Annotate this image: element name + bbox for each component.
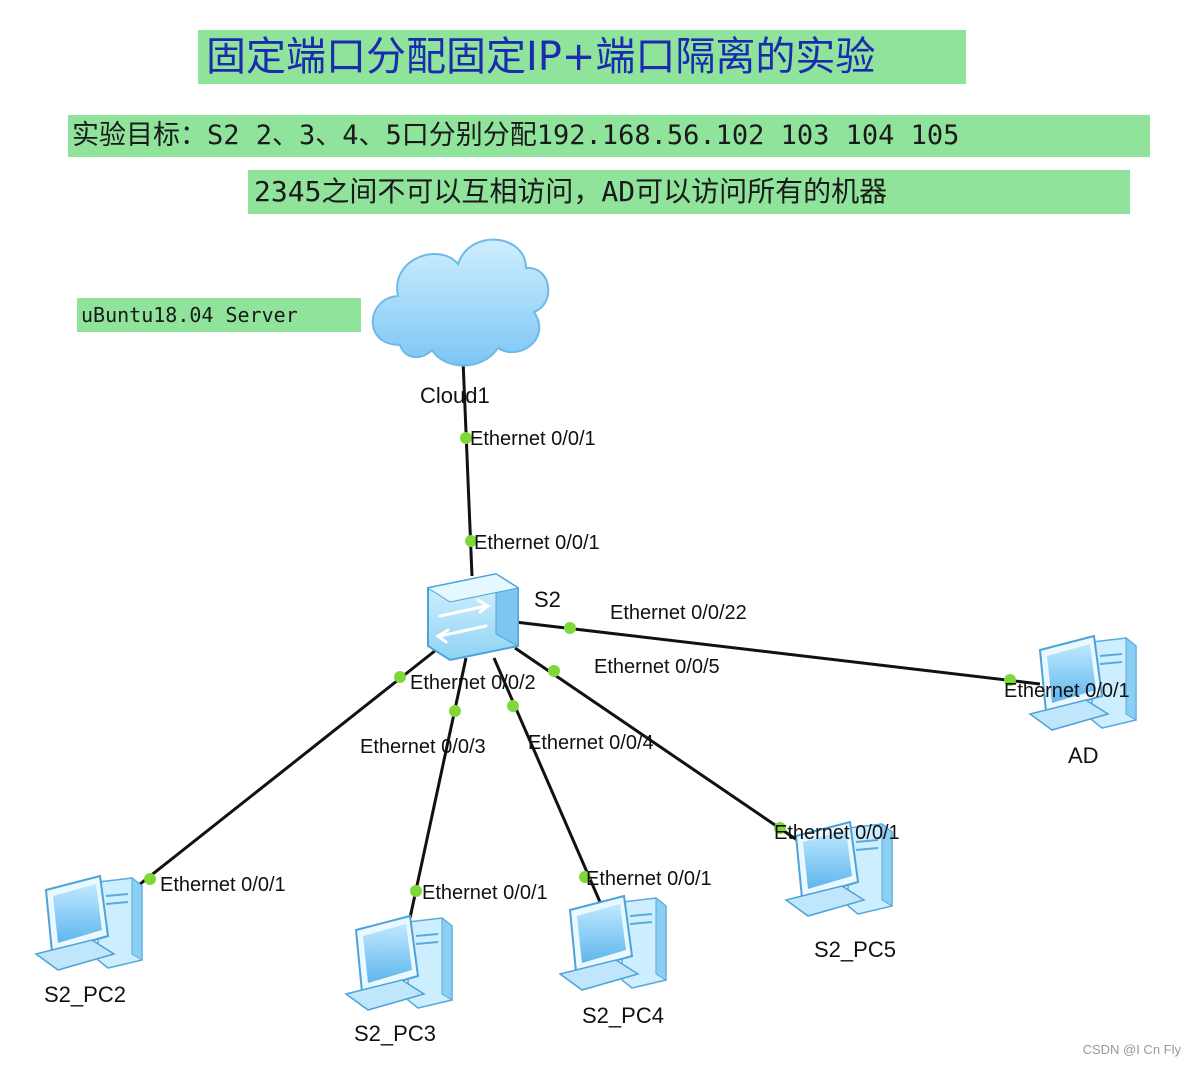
- port-label-ad: Ethernet 0/0/1: [1004, 680, 1130, 702]
- node-label-pc4: S2_PC4: [582, 1003, 664, 1028]
- port-dot-pc5: [774, 822, 786, 834]
- port-label-pc3: Ethernet 0/0/1: [422, 882, 548, 904]
- port-label-cloud: Ethernet 0/0/1: [470, 428, 596, 450]
- port-dot-pc3: [410, 885, 422, 897]
- port-dot-s2-2: [394, 671, 406, 683]
- goal-line-2: 2345之间不可以互相访问，AD可以访问所有的机器: [248, 170, 1130, 214]
- page-title: 固定端口分配固定IP+端口隔离的实验: [198, 30, 966, 84]
- port-label-pc2: Ethernet 0/0/1: [160, 874, 286, 896]
- port-dot-pc4: [579, 871, 591, 883]
- port-dot-pc2: [144, 873, 156, 885]
- port-label-s2-5: Ethernet 0/0/5: [594, 656, 720, 678]
- node-label-ad: AD: [1068, 743, 1099, 768]
- node-label-pc5: S2_PC5: [814, 937, 896, 962]
- watermark: CSDN @I Cn Fly: [1082, 1042, 1181, 1057]
- pc-icon-pc3[interactable]: [345, 915, 453, 1011]
- link-s2-pc5[interactable]: [514, 646, 801, 844]
- node-label-pc2: S2_PC2: [44, 982, 126, 1007]
- port-dot-ad: [1004, 674, 1016, 686]
- goal-line-1: 实验目标：S2 2、3、4、5口分别分配192.168.56.102 103 1…: [68, 115, 1150, 157]
- port-dot-cloud: [460, 432, 472, 444]
- node-label-cloud: Cloud1: [420, 383, 490, 408]
- port-label-s2-22: Ethernet 0/0/22: [610, 602, 747, 624]
- port-label-s2-2: Ethernet 0/0/2: [410, 672, 536, 694]
- port-dot-s2-22: [564, 622, 576, 634]
- port-label-s2-4: Ethernet 0/0/4: [528, 732, 654, 754]
- port-dots: [144, 432, 1016, 897]
- server-note: uBuntu18.04 Server: [77, 298, 361, 332]
- port-label-s2-3: Ethernet 0/0/3: [360, 736, 486, 758]
- node-label-s2: S2: [534, 587, 561, 612]
- port-label-pc5: Ethernet 0/0/1: [774, 822, 900, 844]
- link-s2-ad[interactable]: [514, 620, 1041, 686]
- port-label-s2-up: Ethernet 0/0/1: [474, 532, 600, 554]
- link-s2-pc4[interactable]: [492, 657, 602, 903]
- port-dot-s2-3: [449, 705, 461, 717]
- link-s2-pc2[interactable]: [129, 648, 437, 894]
- cloud-icon[interactable]: [371, 238, 550, 367]
- switch-icon[interactable]: [426, 572, 520, 662]
- port-label-pc4: Ethernet 0/0/1: [586, 868, 712, 890]
- port-dot-s2-up: [465, 535, 477, 547]
- pc-icon-pc2[interactable]: [35, 875, 143, 971]
- node-label-pc3: S2_PC3: [354, 1021, 436, 1046]
- port-dot-s2-4: [507, 700, 519, 712]
- link-s2-pc3[interactable]: [408, 657, 468, 919]
- port-dot-s2-5: [548, 665, 560, 677]
- pc-icon-pc4[interactable]: [559, 895, 667, 991]
